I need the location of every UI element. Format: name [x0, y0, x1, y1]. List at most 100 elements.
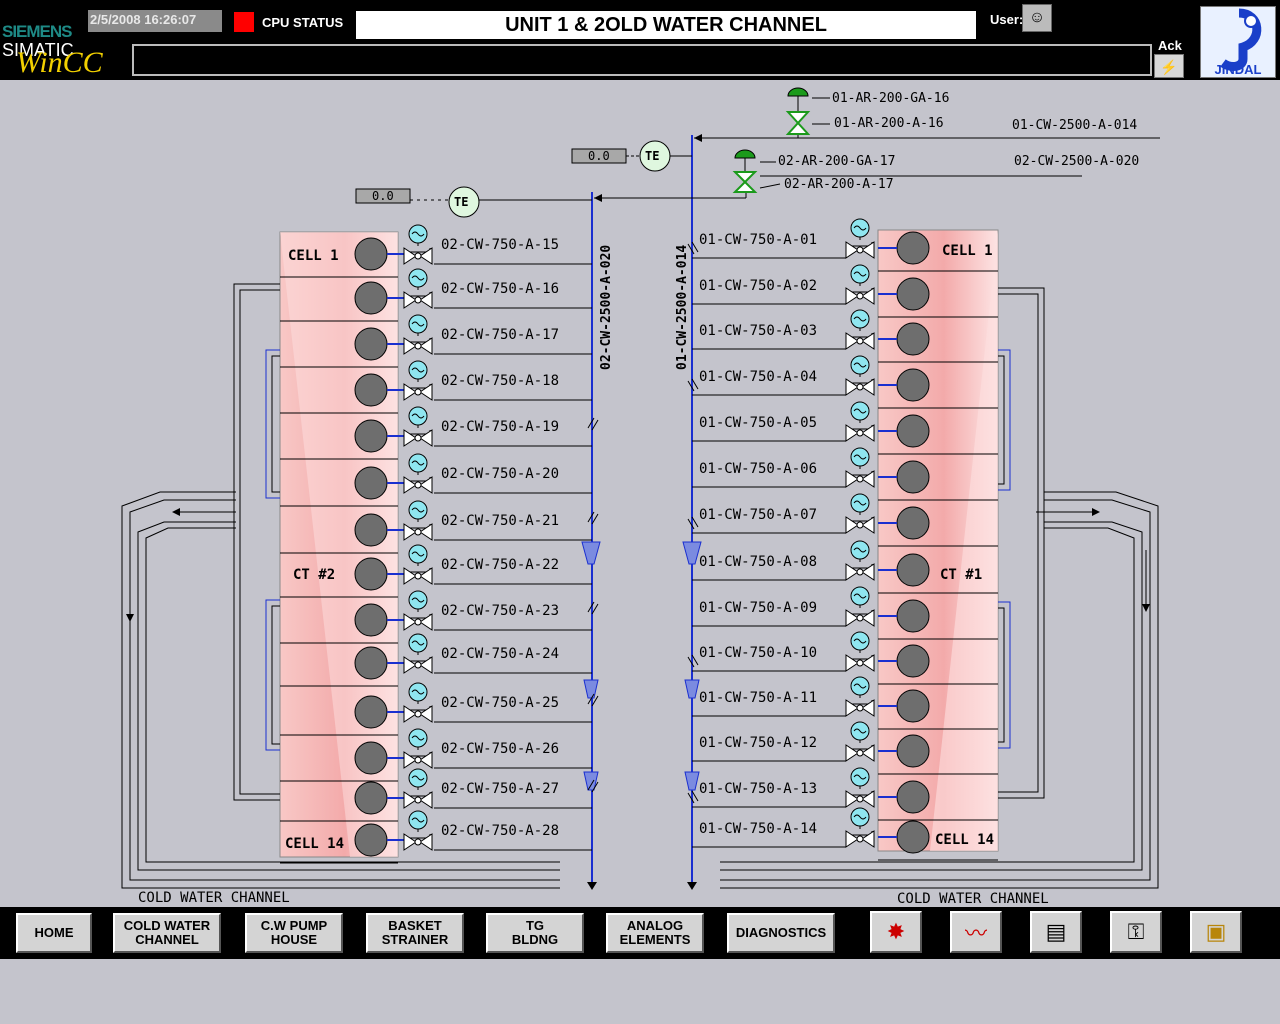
- fan-motor[interactable]: [896, 322, 930, 356]
- cell-valve[interactable]: [403, 268, 433, 309]
- fan-motor[interactable]: [896, 368, 930, 402]
- right-row: 01-CW-750-A-01: [687, 218, 998, 272]
- right-row: 01-CW-750-A-12: [692, 721, 998, 775]
- cell-valve[interactable]: [403, 453, 433, 494]
- trend-button[interactable]: 〰: [950, 911, 1002, 953]
- fan-motor[interactable]: [896, 277, 930, 311]
- cell-valve[interactable]: [403, 728, 433, 769]
- cell-valve[interactable]: [403, 314, 433, 355]
- cell-valve[interactable]: [845, 355, 875, 396]
- cell-valve[interactable]: [845, 586, 875, 627]
- fan-motor[interactable]: [354, 513, 388, 547]
- tg-bldng-button[interactable]: TG BLDNG: [486, 913, 584, 953]
- fan-motor[interactable]: [896, 734, 930, 768]
- analog-elements-button[interactable]: ANALOG ELEMENTS: [606, 913, 704, 953]
- cell-valve[interactable]: [403, 682, 433, 723]
- temperature-element-left[interactable]: TE: [448, 186, 480, 218]
- cell-valve[interactable]: [403, 768, 433, 809]
- basket-strainer-button[interactable]: BASKET STRAINER: [366, 913, 464, 953]
- fan-motor[interactable]: [896, 644, 930, 678]
- cell-valve[interactable]: [403, 590, 433, 631]
- valve-02-ar-200-a-17[interactable]: [732, 149, 758, 193]
- temp-readout-right: [571, 148, 627, 164]
- cell-valve[interactable]: [845, 493, 875, 534]
- fan-motor[interactable]: [354, 373, 388, 407]
- fan-motor[interactable]: [354, 781, 388, 815]
- fan-motor[interactable]: [896, 599, 930, 633]
- cell-valve[interactable]: [845, 264, 875, 305]
- line-label: 01-CW-750-A-07: [699, 507, 817, 523]
- cell-valve[interactable]: [845, 218, 875, 259]
- left-row: 02-CW-750-A-24: [280, 633, 592, 687]
- fan-motor[interactable]: [896, 780, 930, 814]
- left-row: 02-CW-750-A-23: [280, 590, 599, 644]
- fan-motor[interactable]: [896, 460, 930, 494]
- report-button[interactable]: ▤: [1030, 911, 1082, 953]
- cold-water-channel-button[interactable]: COLD WATER CHANNEL: [113, 913, 221, 953]
- fan-motor[interactable]: [354, 646, 388, 680]
- cell-valve[interactable]: [845, 676, 875, 717]
- key-icon: ⚿: [1127, 919, 1145, 944]
- left-row: 02-CW-750-A-15: [280, 224, 592, 278]
- fan-motor[interactable]: [354, 695, 388, 729]
- diagnostics-button[interactable]: DIAGNOSTICS: [727, 913, 835, 953]
- line-label: 01-CW-750-A-11: [699, 690, 817, 706]
- fan-motor[interactable]: [354, 603, 388, 637]
- user-label: User:: [990, 12, 1024, 27]
- jindal-logo: JINDAL: [1200, 6, 1276, 78]
- fan-motor[interactable]: [896, 820, 930, 854]
- fan-motor[interactable]: [354, 237, 388, 271]
- cell-valve[interactable]: [403, 224, 433, 265]
- home-button[interactable]: HOME: [16, 913, 92, 953]
- cell-valve[interactable]: [403, 406, 433, 447]
- left-tower-label: CT #2: [293, 567, 335, 583]
- cell-valve[interactable]: [403, 810, 433, 851]
- fan-motor[interactable]: [354, 741, 388, 775]
- right-row: 01-CW-750-A-05: [692, 401, 998, 455]
- temperature-element-right[interactable]: TE: [639, 140, 671, 172]
- cell-valve[interactable]: [845, 309, 875, 350]
- cell-valve[interactable]: [403, 544, 433, 585]
- fan-motor[interactable]: [354, 281, 388, 315]
- fan-motor[interactable]: [896, 231, 930, 265]
- acknowledge-button[interactable]: ⚡: [1154, 54, 1184, 78]
- cell-valve[interactable]: [845, 540, 875, 581]
- line-label: 01-CW-750-A-03: [699, 323, 817, 339]
- valve-01-ar-200-a-16[interactable]: [785, 87, 811, 135]
- fan-motor[interactable]: [896, 414, 930, 448]
- cell-valve[interactable]: [845, 631, 875, 672]
- jindal-logo-text: JINDAL: [1214, 62, 1262, 77]
- cell-valve[interactable]: [845, 447, 875, 488]
- navigation-bar: HOME COLD WATER CHANNEL C.W PUMP HOUSE B…: [0, 907, 1280, 959]
- temp-readout-left-value: 0.0: [372, 189, 394, 203]
- cell-valve[interactable]: [845, 767, 875, 808]
- fan-motor[interactable]: [354, 466, 388, 500]
- fan-motor[interactable]: [896, 506, 930, 540]
- left-row: 02-CW-750-A-20: [280, 453, 592, 507]
- fan-motor[interactable]: [354, 419, 388, 453]
- temp-readout-right-value: 0.0: [588, 149, 610, 163]
- fan-motor[interactable]: [896, 553, 930, 587]
- cell-valve[interactable]: [845, 807, 875, 848]
- cell-valve[interactable]: [403, 500, 433, 541]
- line-label: 02-CW-750-A-20: [441, 466, 559, 482]
- cpu-status-indicator[interactable]: [234, 12, 254, 32]
- line-label: 02-CW-750-A-25: [441, 695, 559, 711]
- fan-motor[interactable]: [354, 327, 388, 361]
- left-row: 02-CW-750-A-28: [280, 810, 592, 864]
- left-row: 02-CW-750-A-26: [280, 728, 592, 782]
- fan-motor[interactable]: [354, 557, 388, 591]
- user-login-icon[interactable]: ☺: [1022, 4, 1052, 32]
- key-button[interactable]: ⚿: [1110, 911, 1162, 953]
- cell-valve[interactable]: [403, 360, 433, 401]
- cell-valve[interactable]: [403, 633, 433, 674]
- fan-motor[interactable]: [896, 689, 930, 723]
- fan-motor[interactable]: [354, 823, 388, 857]
- cell-valve[interactable]: [845, 401, 875, 442]
- cw-pump-house-button[interactable]: C.W PUMP HOUSE: [245, 913, 343, 953]
- alarm-log-button[interactable]: ✸: [870, 911, 922, 953]
- cell-valve[interactable]: [845, 721, 875, 762]
- exit-button[interactable]: ▣: [1190, 911, 1242, 953]
- line-label: 02-CW-750-A-18: [441, 373, 559, 389]
- cpu-status-label: CPU STATUS: [262, 15, 344, 30]
